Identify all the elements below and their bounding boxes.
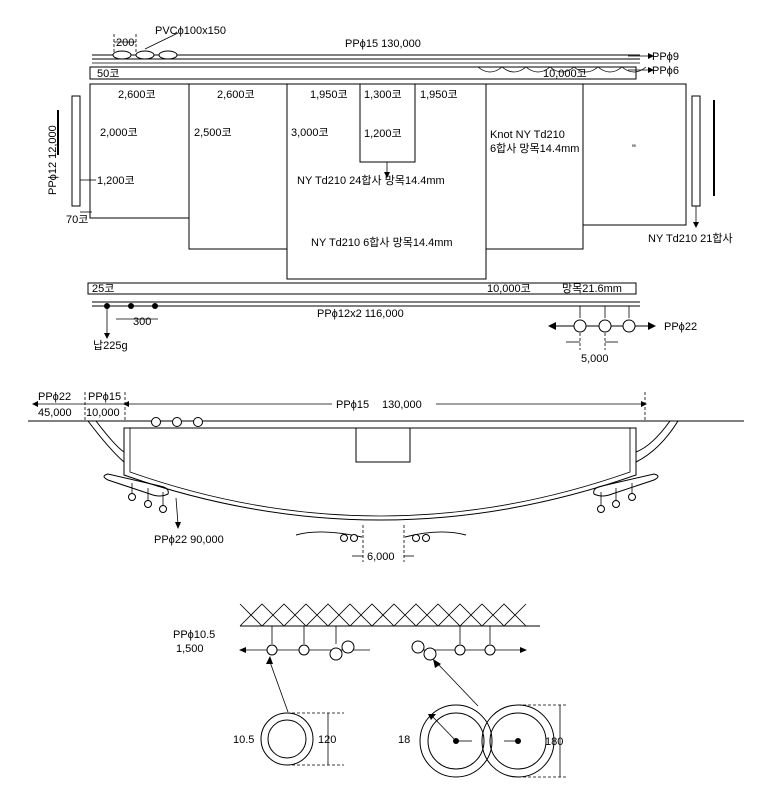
side-left-lower: 1,200코 xyxy=(97,175,135,187)
detail-ring xyxy=(411,640,425,654)
mid-rope-name: PPϕ15 xyxy=(88,391,121,403)
side-left-bottom: 70코 xyxy=(66,214,88,226)
plan-view: 200 PVCϕ100x150 PPϕ15 130,000 PPϕ9 PPϕ6 … xyxy=(47,25,733,365)
ditto-mark: " xyxy=(632,143,636,155)
small-ring-inner xyxy=(267,719,307,759)
bottom-ring xyxy=(350,534,358,542)
wing2-top: 2,600코 xyxy=(217,89,255,101)
float xyxy=(151,417,161,427)
detail-ring xyxy=(341,640,355,654)
body-top-mid: 1,300코 xyxy=(364,89,402,101)
bag-label: 1,200코 xyxy=(364,128,402,140)
detail-ring xyxy=(329,647,343,661)
small-ring-outer xyxy=(260,712,314,766)
large-ring-outer-label: 180 xyxy=(545,736,563,748)
detail-ring xyxy=(423,647,437,661)
rope-pp6: PPϕ6 xyxy=(652,65,679,77)
net-bag-section xyxy=(123,427,637,521)
lower-net-spec: NY Td210 6합사 망목14.4mm xyxy=(311,236,453,249)
net-bag-top-box xyxy=(355,427,411,463)
sinker-spacing: 300 xyxy=(133,316,151,328)
bridle-spacing: 5,000 xyxy=(581,353,609,365)
selvedge-left: 50코 xyxy=(97,68,119,80)
left-ground-rope xyxy=(103,473,169,497)
center-bag xyxy=(359,84,416,163)
foot-selvedge xyxy=(87,282,637,295)
selvedge-strip xyxy=(89,66,637,80)
selvedge-right: 10,000코 xyxy=(543,68,587,80)
detail-view: PPϕ10.5 1,500 10.5 120 xyxy=(173,603,568,778)
detail-ring xyxy=(484,644,496,656)
bottom-ring xyxy=(144,500,152,508)
detail-ring xyxy=(298,644,310,656)
left-rope-name: PPϕ22 xyxy=(38,391,71,403)
detail-rope-length: 1,500 xyxy=(176,643,204,655)
float-label: PVCϕ100x150 xyxy=(155,25,226,37)
foot-mesh: 망목21.6mm xyxy=(562,282,622,295)
bridle-ring xyxy=(622,319,636,333)
large-ring-1-inner xyxy=(427,712,485,770)
small-ring-inner-label: 10.5 xyxy=(233,734,254,746)
bridle-label: PPϕ22 xyxy=(664,321,697,333)
float xyxy=(112,50,132,60)
bottom-ring xyxy=(628,493,636,501)
wing-net-spec-1: Knot NY Td210 xyxy=(490,129,565,141)
small-ring-outer-label: 120 xyxy=(318,734,336,746)
body-net-spec: NY Td210 24합사 망목14.4mm xyxy=(297,174,445,187)
bottom-ring xyxy=(159,505,167,513)
bottom-ring xyxy=(412,534,420,542)
bottom-ring xyxy=(597,505,605,513)
wing2-mid: 2,500코 xyxy=(194,127,232,139)
bottom-ring xyxy=(128,493,136,501)
mesh-x-lower xyxy=(239,603,527,627)
sinker xyxy=(128,303,134,309)
side-rope-right xyxy=(691,95,701,207)
right-ground-rope xyxy=(593,473,659,497)
footrope-label: PPϕ12x2 116,000 xyxy=(317,308,404,320)
float xyxy=(135,50,155,60)
detail-ring xyxy=(266,644,278,656)
side-rope-label: PPϕ12 12,000 xyxy=(47,125,59,195)
float xyxy=(172,417,182,427)
sinker-weight: 납225g xyxy=(93,339,128,352)
bridle-ring xyxy=(573,319,587,333)
headline-label: PPϕ15 130,000 xyxy=(345,38,421,50)
wing-net-spec-2: 6합사 망목14.4mm xyxy=(490,142,579,155)
left-rope-length: 45,000 xyxy=(38,407,72,419)
large-ring-1-outer xyxy=(419,704,493,778)
side-rope-left xyxy=(71,95,81,207)
foot-selvedge-left: 25코 xyxy=(92,283,114,295)
section-view: PPϕ22 45,000 PPϕ15 10,000 PPϕ15 130,000 xyxy=(28,391,744,563)
bottom-rope-label: PPϕ22 90,000 xyxy=(154,534,224,546)
ring-spacing: 6,000 xyxy=(367,551,395,563)
sinker xyxy=(152,303,158,309)
body-mid-left: 3,000코 xyxy=(291,127,329,139)
main-rope-length: 130,000 xyxy=(382,399,422,411)
side-left-upper: 2,000코 xyxy=(100,127,138,139)
detail-ring xyxy=(454,644,466,656)
rope-pp9: PPϕ9 xyxy=(652,51,679,63)
bottom-ring xyxy=(340,534,348,542)
bridle-ring xyxy=(598,319,612,333)
foot-selvedge-right: 10,000코 xyxy=(487,283,531,295)
large-ring-inner-label: 18 xyxy=(398,734,410,746)
scallop-line xyxy=(477,66,647,73)
main-rope-label: PPϕ15 xyxy=(336,399,369,411)
wing1-top: 2,600코 xyxy=(118,89,156,101)
float-spacing: 200 xyxy=(116,37,134,49)
detail-rope-label: PPϕ10.5 xyxy=(173,629,215,641)
bottom-ring xyxy=(612,500,620,508)
right-net-spec: NY Td210 21합사 xyxy=(648,232,733,245)
body-top-right: 1,950코 xyxy=(420,89,458,101)
mid-rope-length: 10,000 xyxy=(86,407,120,419)
float xyxy=(158,50,178,60)
body-top-left: 1,950코 xyxy=(310,89,348,101)
float xyxy=(193,417,203,427)
large-ring-2-inner xyxy=(489,712,547,770)
bottom-ring xyxy=(422,534,430,542)
